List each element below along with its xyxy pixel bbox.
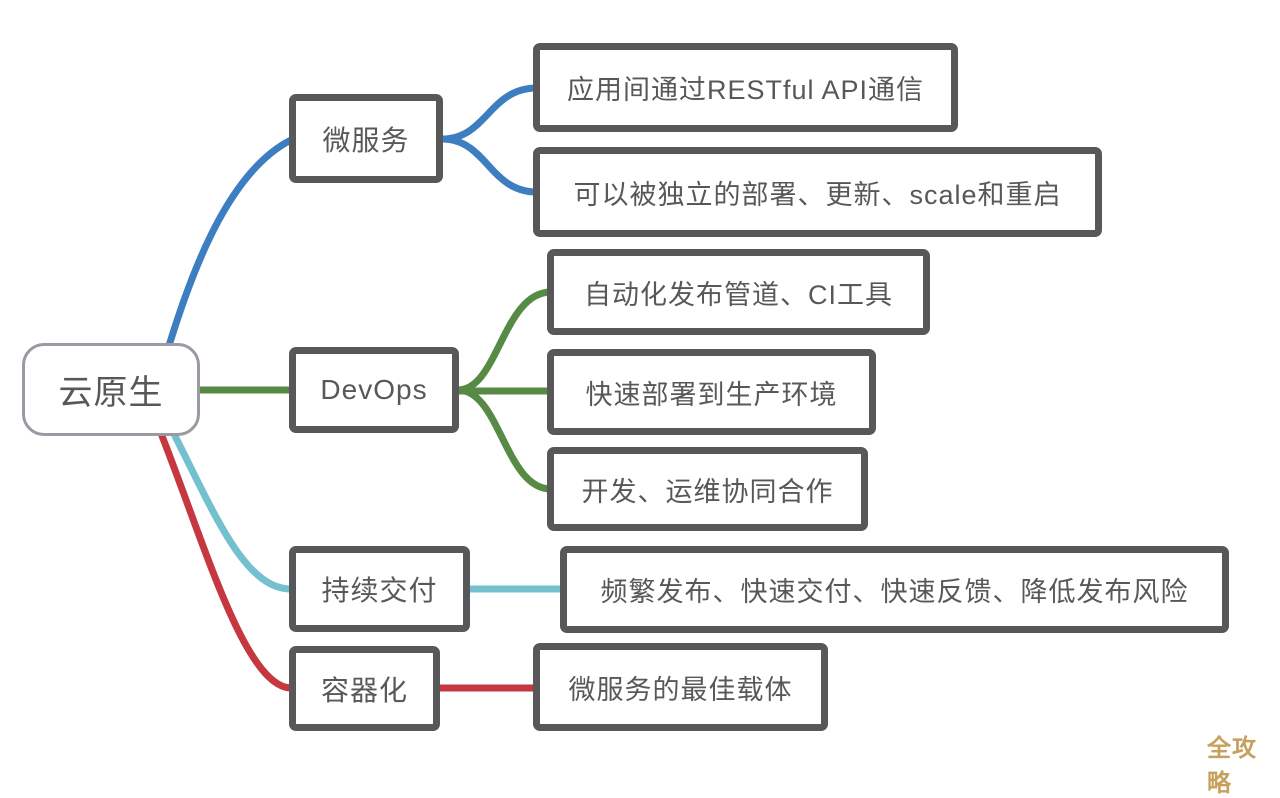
leaf-node-best-carrier: 微服务的最佳载体 bbox=[533, 643, 828, 731]
edge-root-microservices bbox=[164, 136, 295, 353]
branch-node-containerization: 容器化 bbox=[289, 646, 440, 731]
edge-microservices-leaf1 bbox=[438, 84, 541, 143]
edge-devops-leaf3 bbox=[454, 386, 555, 493]
root-node-cloud-native: 云原生 bbox=[22, 343, 200, 436]
edge-devops-leaf1 bbox=[454, 288, 555, 394]
mindmap-canvas: 云原生 微服务 应用间通过RESTful API通信 可以被独立的部署、更新、s… bbox=[22, 43, 1256, 797]
leaf-node-restful-api: 应用间通过RESTful API通信 bbox=[533, 43, 958, 132]
edge-microservices-leaf2 bbox=[438, 135, 541, 196]
branch-node-devops: DevOps bbox=[289, 347, 459, 433]
branch-node-microservices: 微服务 bbox=[289, 94, 443, 183]
watermark-text: 全攻略 bbox=[1207, 735, 1257, 797]
branch-node-continuous-delivery: 持续交付 bbox=[289, 546, 470, 632]
leaf-node-ci-pipeline: 自动化发布管道、CI工具 bbox=[547, 249, 930, 335]
edge-root-containerization bbox=[158, 432, 295, 692]
leaf-node-dev-ops-collaboration: 开发、运维协同合作 bbox=[547, 447, 868, 531]
leaf-node-fast-production-deploy: 快速部署到生产环境 bbox=[547, 349, 876, 435]
leaf-node-frequent-release: 频繁发布、快速交付、快速反馈、降低发布风险 bbox=[560, 546, 1229, 633]
edge-root-continuous-delivery bbox=[171, 432, 295, 593]
leaf-node-independent-deploy: 可以被独立的部署、更新、scale和重启 bbox=[533, 147, 1102, 237]
